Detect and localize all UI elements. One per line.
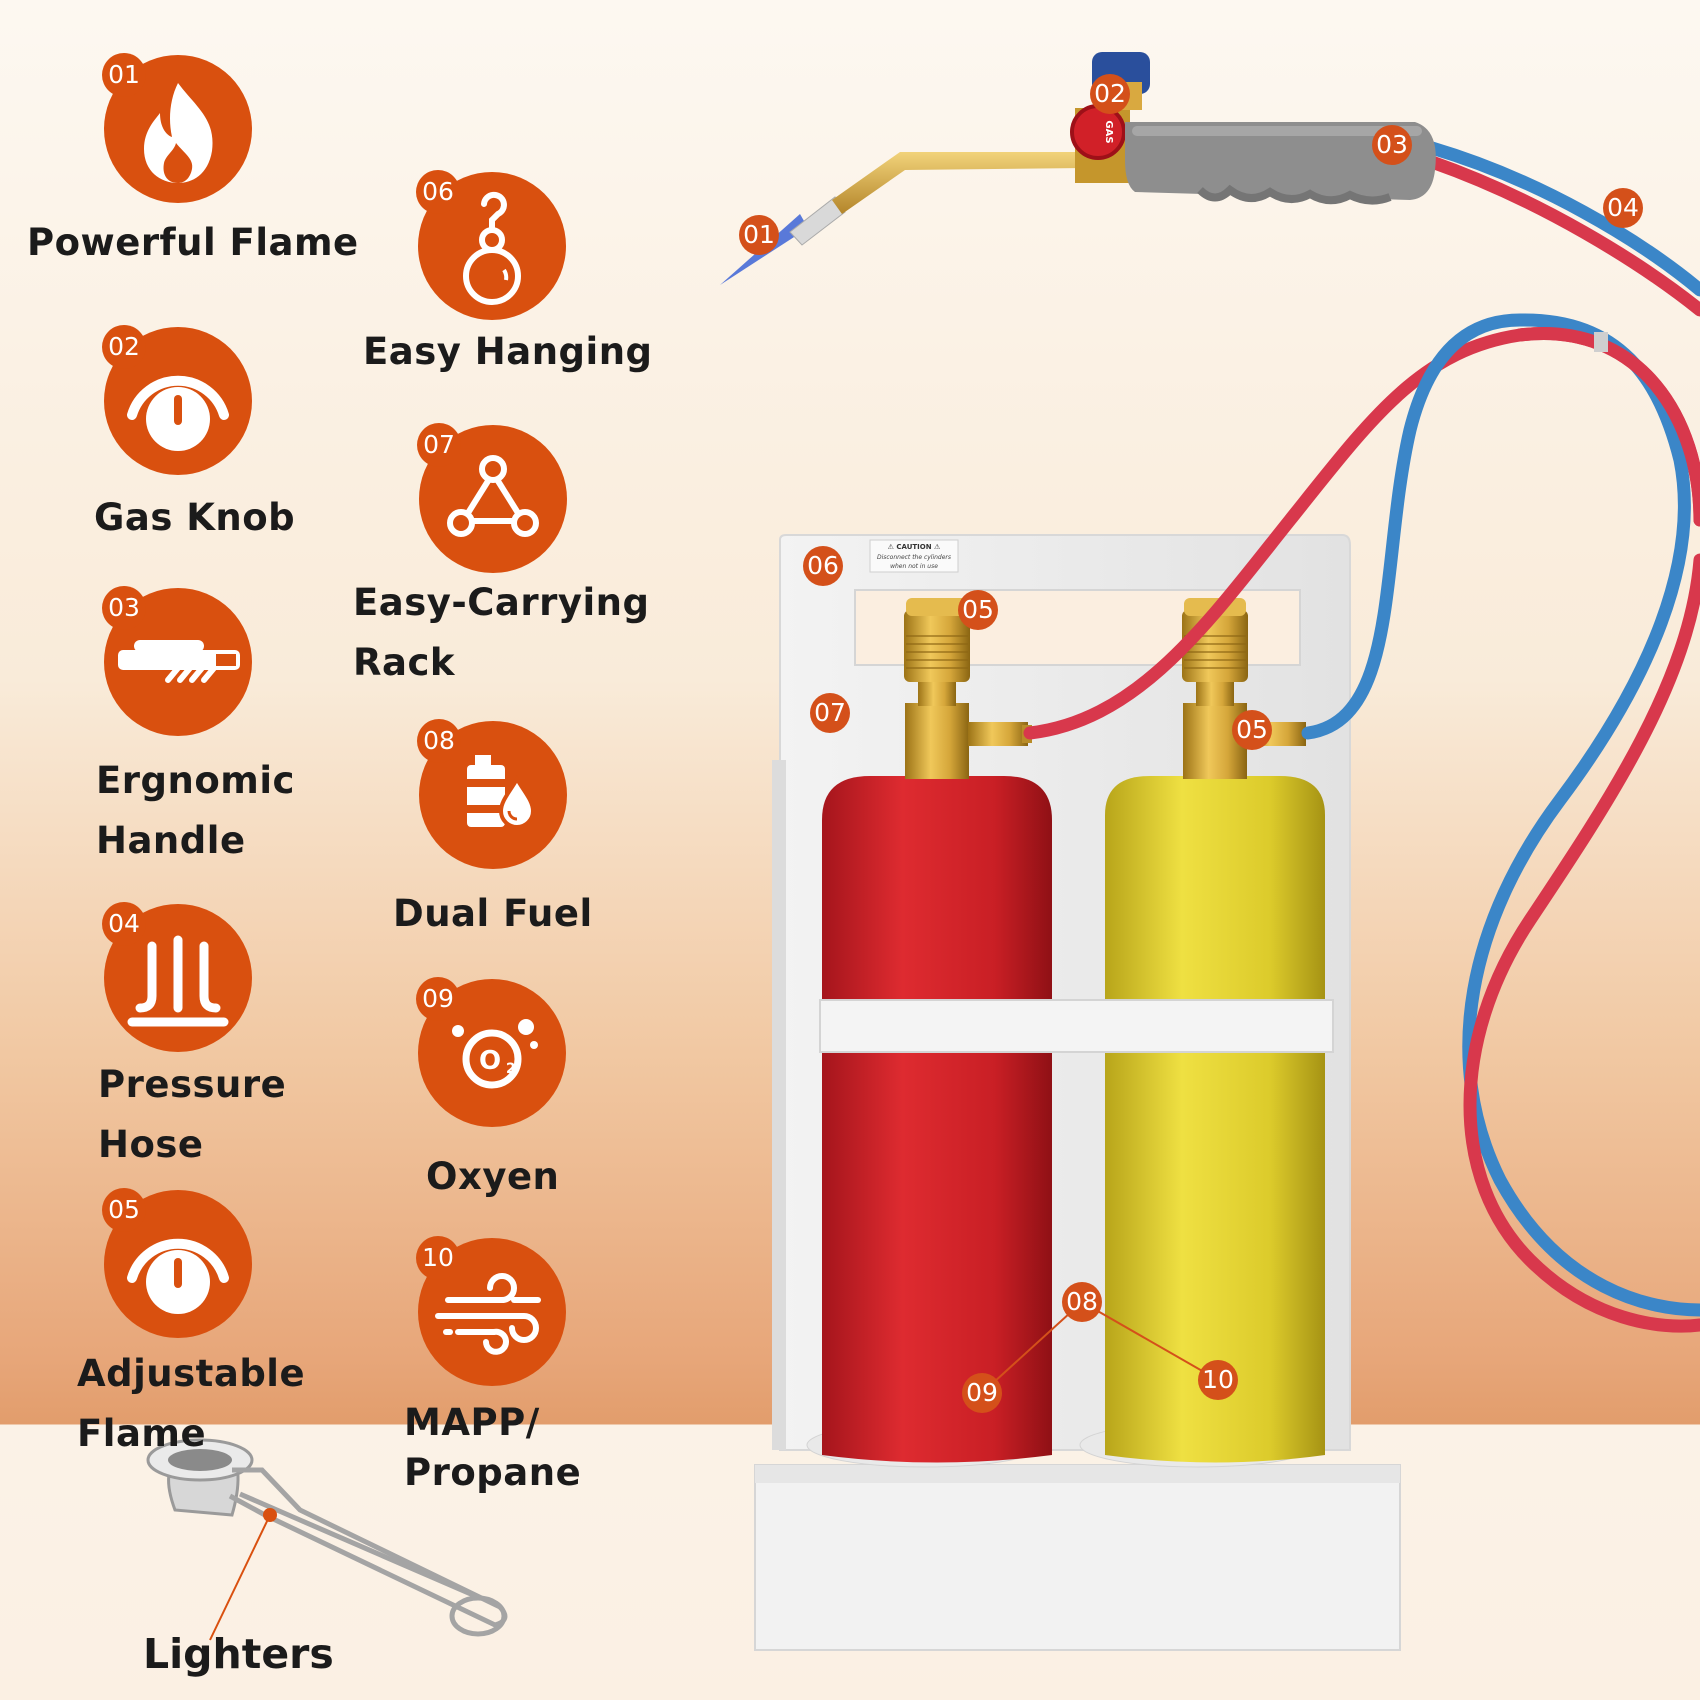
feature-01-label: Powerful Flame xyxy=(27,221,359,264)
handle-icon xyxy=(118,640,240,683)
flame-icon xyxy=(144,83,213,183)
caution-line-2: when not in use xyxy=(890,563,938,570)
callout-09: 09 xyxy=(962,1373,1002,1413)
feature-01-number: 01 xyxy=(102,53,146,97)
triangle-nodes-icon xyxy=(447,455,539,537)
feature-06-number: 06 xyxy=(416,170,460,214)
torch: GAS xyxy=(720,52,1436,285)
feature-08-number: 08 xyxy=(417,719,461,763)
pressure-hoses xyxy=(1023,141,1700,1333)
oxygen-icon: O 2 xyxy=(452,1019,538,1089)
hook-icon xyxy=(463,191,521,305)
svg-text:2: 2 xyxy=(506,1061,516,1077)
oxygen-cylinder xyxy=(822,765,1052,1463)
callout-05-oxygen: 05 xyxy=(958,590,998,630)
feature-05-label: Adjustable Flame xyxy=(77,1352,306,1455)
feature-06-label: Easy Hanging xyxy=(363,330,653,373)
feature-07-number: 07 xyxy=(417,423,461,467)
feature-04-number: 04 xyxy=(102,902,146,946)
caution-title: ⚠ CAUTION ⚠ xyxy=(888,543,941,551)
feature-03-number: 03 xyxy=(102,586,146,630)
callout-08: 08 xyxy=(1062,1282,1102,1322)
feature-05-number: 05 xyxy=(102,1188,146,1232)
gas-valve-label: GAS xyxy=(1103,120,1114,143)
oxygen-regulator xyxy=(904,598,1032,769)
mapp-cylinder xyxy=(1105,765,1325,1463)
callout-07: 07 xyxy=(810,693,850,733)
svg-text:O: O xyxy=(479,1046,501,1076)
lighter-label: Lighters xyxy=(143,1630,334,1678)
feature-07-label: Easy-Carrying Rack xyxy=(353,581,650,684)
caution-line-1: Disconnect the cylinders xyxy=(877,554,951,561)
feature-02-label: Gas Knob xyxy=(94,496,296,539)
striker-lighter xyxy=(146,1438,508,1641)
gauge-knob-icon xyxy=(127,375,229,451)
caution-sticker: ⚠ CAUTION ⚠ Disconnect the cylinders whe… xyxy=(869,539,959,573)
feature-02-number: 02 xyxy=(102,325,146,369)
fuel-tank-icon xyxy=(463,755,536,829)
feature-09-label: Oxyen xyxy=(426,1155,560,1198)
callout-01: 01 xyxy=(739,215,779,255)
callout-06: 06 xyxy=(803,546,843,586)
gauge-knob-icon xyxy=(127,1238,229,1314)
callout-02: 02 xyxy=(1090,74,1130,114)
callout-10: 10 xyxy=(1198,1360,1238,1400)
feature-09-number: 09 xyxy=(416,977,460,1021)
feature-04-label: Pressure Hose xyxy=(98,1063,287,1166)
feature-03-label: Ergnomic Handle xyxy=(96,759,295,862)
callout-05-mapp: 05 xyxy=(1232,710,1272,750)
feature-08-label: Dual Fuel xyxy=(393,892,593,935)
callout-03: 03 xyxy=(1372,125,1412,165)
callout-04: 04 xyxy=(1603,188,1643,228)
rack-strap xyxy=(819,999,1334,1053)
feature-10-label: MAPP/ Propane xyxy=(404,1401,582,1494)
pressure-icon xyxy=(127,935,229,1027)
feature-10-number: 10 xyxy=(416,1236,460,1280)
wind-icon xyxy=(435,1273,541,1355)
callout-leader-lines xyxy=(981,1301,1219,1394)
